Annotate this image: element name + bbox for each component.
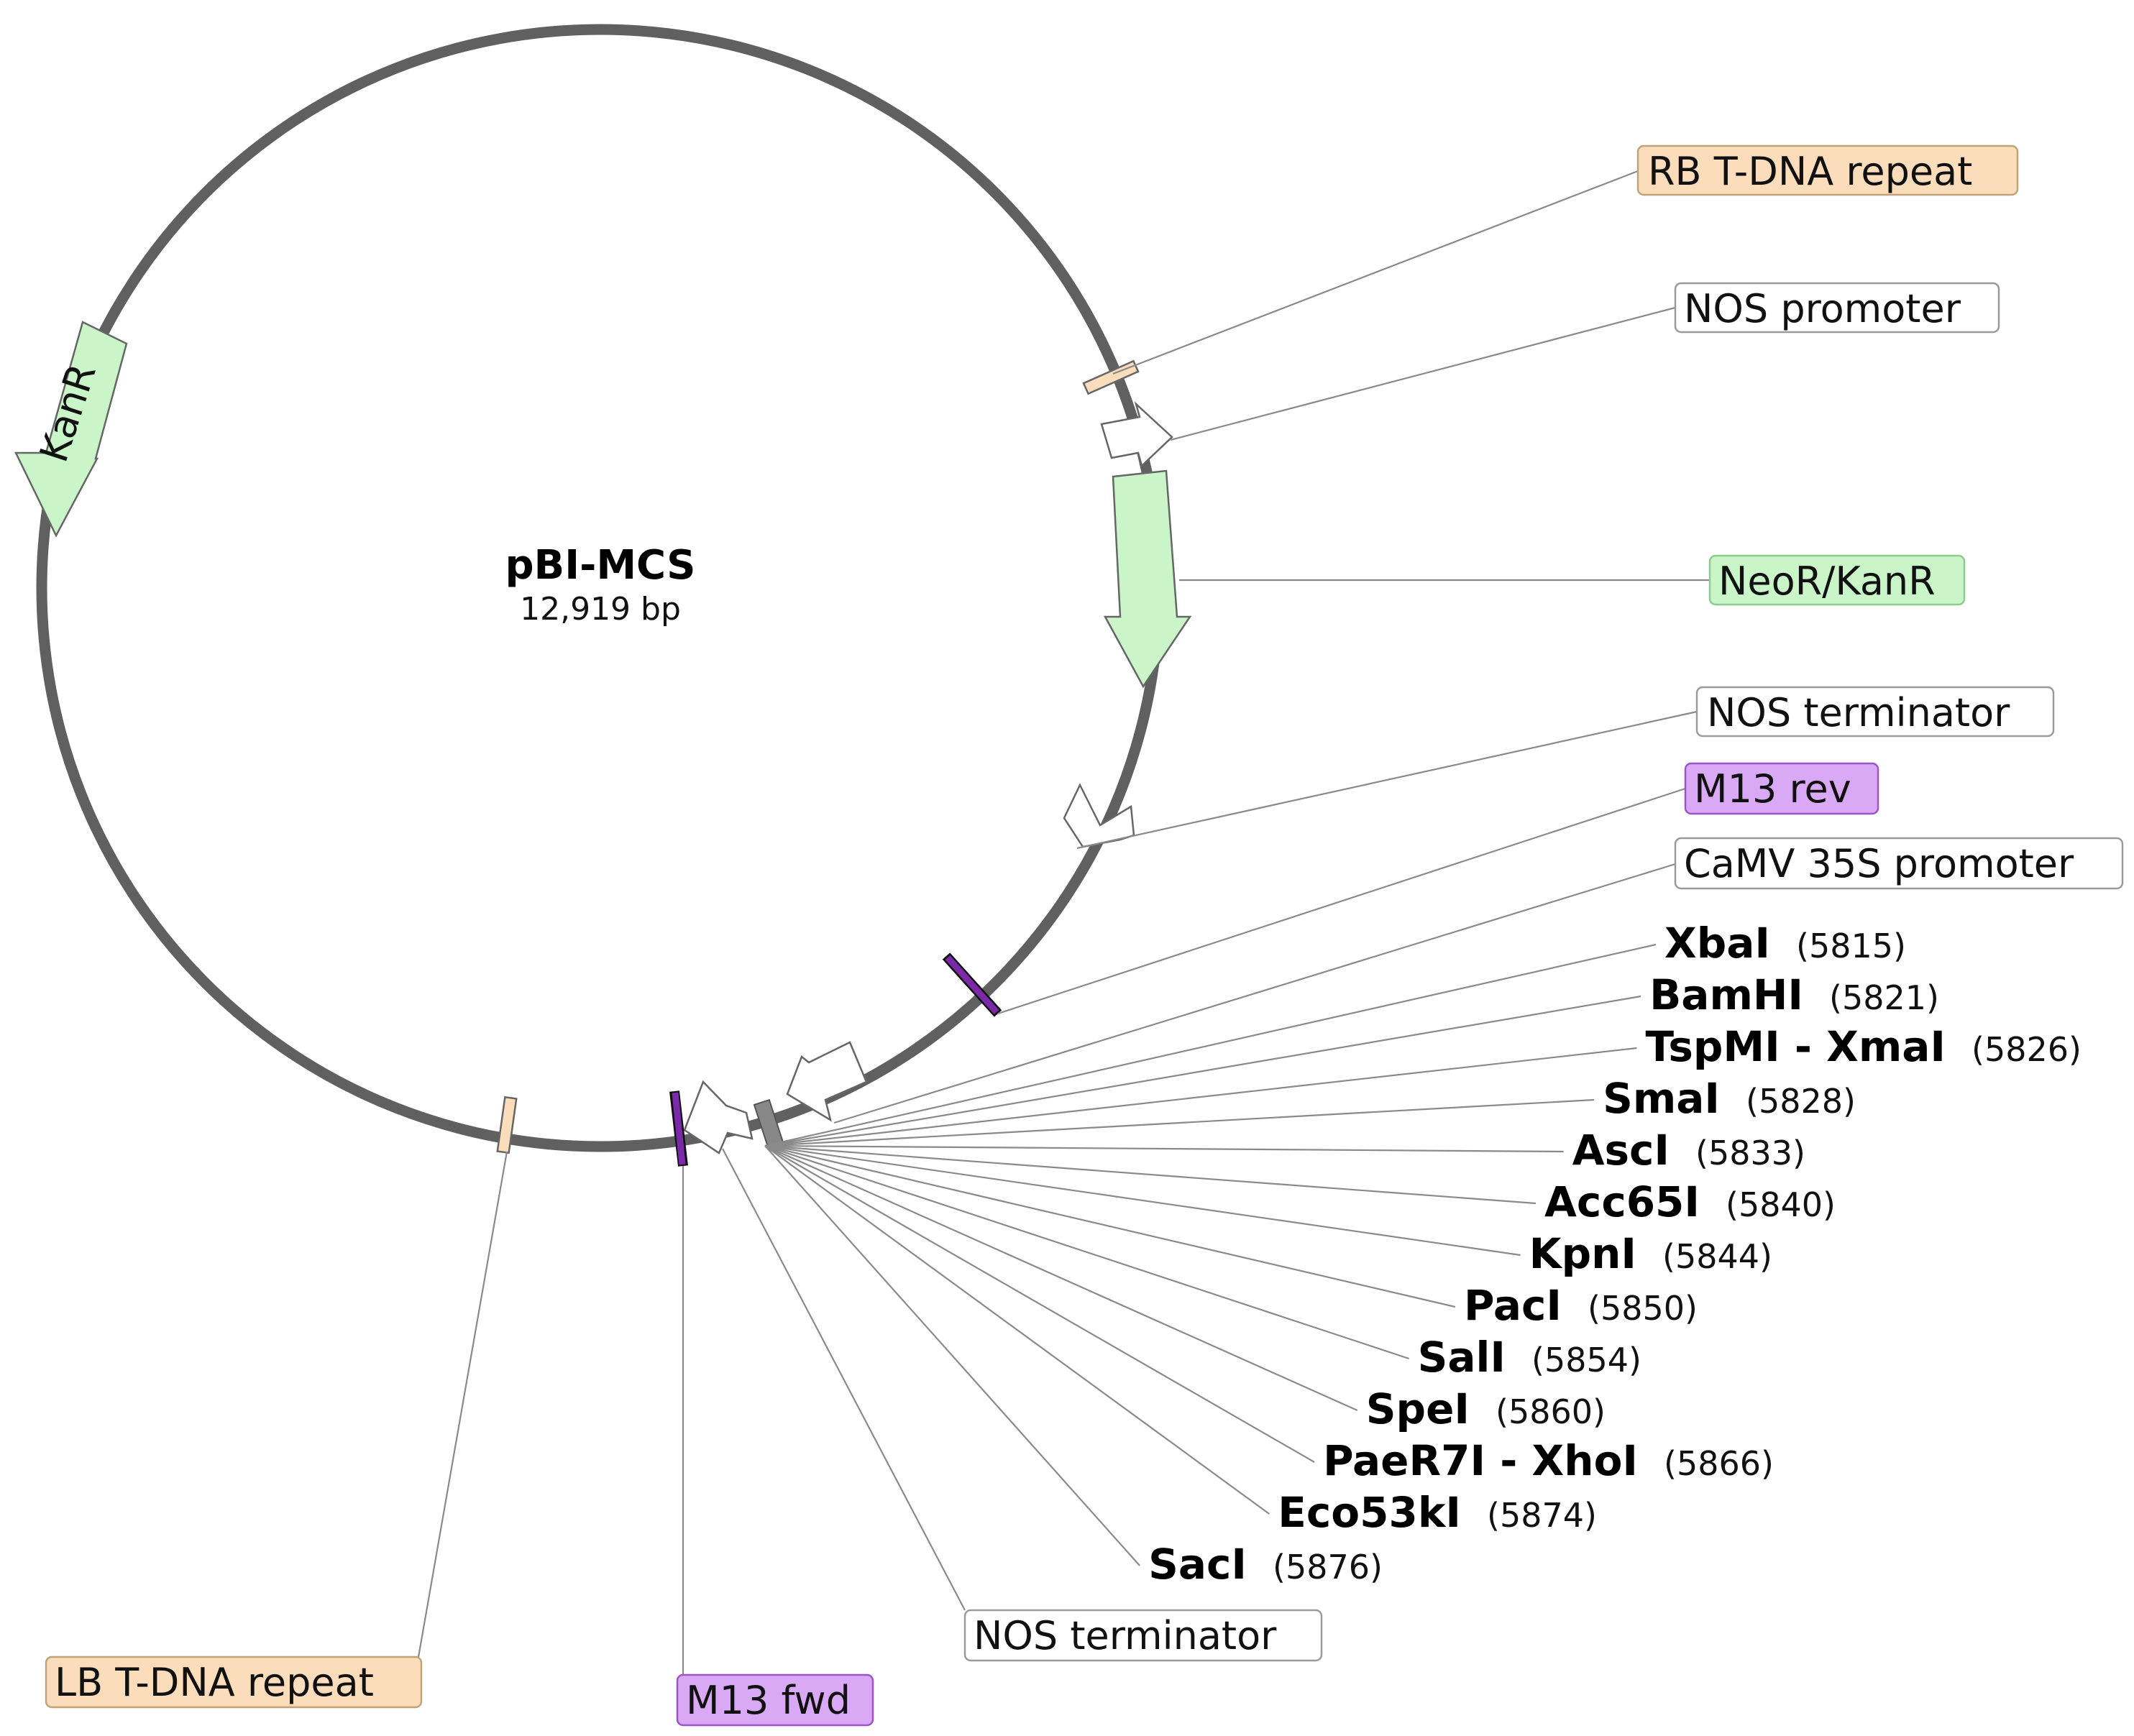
site-position-spei: (5860) xyxy=(1496,1392,1606,1431)
nos-terminator-1-label: NOS terminator xyxy=(1707,690,2010,735)
site-position-bamhi: (5821) xyxy=(1829,978,1939,1017)
site-position-paer7i-xhoi: (5866) xyxy=(1664,1444,1774,1483)
site-leader-kpni xyxy=(764,1144,1521,1257)
leader-rb xyxy=(1112,170,1639,375)
camv-35s-promoter-label: CaMV 35S promoter xyxy=(1684,841,2074,886)
plasmid-size: 12,919 bp xyxy=(520,591,681,628)
site-name-paci[interactable]: PacI xyxy=(1464,1281,1562,1330)
leader-m13-rev xyxy=(997,787,1686,1015)
site-name-bamhi[interactable]: BamHI xyxy=(1649,970,1803,1019)
rb-t-dna-repeat-label: RB T-DNA repeat xyxy=(1648,149,1972,194)
site-name-eco53ki[interactable]: Eco53kI xyxy=(1278,1488,1461,1537)
rb-t-dna-repeat-label-box[interactable]: RB T-DNA repeat xyxy=(1636,144,2019,196)
site-name-asci[interactable]: AscI xyxy=(1572,1126,1670,1175)
site-position-paci: (5850) xyxy=(1588,1289,1698,1328)
camv-35s-promoter-label-box[interactable]: CaMV 35S promoter xyxy=(1674,837,2124,890)
leader-nos-promoter xyxy=(1170,306,1676,441)
plasmid-name: pBI-MCS xyxy=(505,542,695,589)
site-leader-xbai xyxy=(764,943,1657,1147)
neor-kanr-label-box[interactable]: NeoR/KanR xyxy=(1708,554,1966,606)
site-name-spei[interactable]: SpeI xyxy=(1366,1384,1470,1433)
site-leader-acc65i xyxy=(764,1144,1537,1205)
lb-t-dna-repeat-label-box[interactable]: LB T-DNA repeat xyxy=(45,1655,423,1709)
neor-kanr-arrow[interactable] xyxy=(1103,469,1192,689)
nos-terminator-2-label: NOS terminator xyxy=(974,1613,1277,1658)
site-name-sali[interactable]: SalI xyxy=(1418,1333,1506,1382)
site-name-xbai[interactable]: XbaI xyxy=(1664,919,1770,968)
site-name-paer7i-xhoi[interactable]: PaeR7I - XhoI xyxy=(1323,1436,1638,1485)
site-position-saci: (5876) xyxy=(1273,1548,1383,1586)
leader-nos-terminator-2 xyxy=(722,1148,966,1611)
site-leader-paci xyxy=(764,1144,1456,1308)
site-leader-sali xyxy=(764,1144,1409,1360)
nos-terminator-2-arrow[interactable] xyxy=(683,1080,754,1154)
leader-lines xyxy=(417,170,1710,1675)
site-leader-lines xyxy=(764,943,1657,1566)
site-position-xbai: (5815) xyxy=(1796,927,1906,965)
neor-kanr-label: NeoR/KanR xyxy=(1718,559,1936,604)
site-position-asci: (5833) xyxy=(1695,1134,1805,1172)
site-name-smai[interactable]: SmaI xyxy=(1603,1074,1720,1123)
site-leader-eco53ki xyxy=(764,1145,1270,1515)
m13-fwd-label: M13 fwd xyxy=(686,1678,851,1723)
camv-35s-promoter-arrow[interactable] xyxy=(786,1041,868,1122)
nos-terminator-1-label-box[interactable]: NOS terminator xyxy=(1695,686,2055,738)
site-position-eco53ki: (5874) xyxy=(1487,1496,1597,1535)
m13-fwd-label-box[interactable]: M13 fwd xyxy=(676,1673,874,1727)
site-leader-saci xyxy=(764,1145,1140,1566)
site-position-sali: (5854) xyxy=(1531,1341,1641,1379)
nos-terminator-2-label-box[interactable]: NOS terminator xyxy=(963,1609,1323,1662)
site-position-acc65i: (5840) xyxy=(1726,1185,1836,1224)
site-name-saci[interactable]: SacI xyxy=(1148,1540,1247,1589)
site-name-acc65i[interactable]: Acc65I xyxy=(1544,1177,1700,1226)
site-position-tspmi-xmai: (5826) xyxy=(1972,1030,2082,1069)
m13-rev-label-box[interactable]: M13 rev xyxy=(1684,762,1879,815)
leader-camv-35s xyxy=(833,863,1676,1124)
site-leader-asci xyxy=(764,1144,1564,1153)
lb-t-dna-repeat-mark[interactable] xyxy=(496,1096,518,1154)
m13-rev-mark[interactable] xyxy=(945,955,999,1015)
kanr-arrow[interactable] xyxy=(14,321,128,538)
site-leader-bamhi xyxy=(764,995,1641,1147)
m13-fwd-mark[interactable] xyxy=(672,1092,686,1165)
site-leader-tspmi-xmai xyxy=(764,1047,1637,1147)
nos-promoter-label-box[interactable]: NOS promoter xyxy=(1674,282,2000,334)
leader-nos-terminator-1 xyxy=(1076,710,1698,850)
site-leader-smai xyxy=(764,1098,1595,1147)
site-leader-paer7i-xhoi xyxy=(764,1145,1315,1463)
site-leader-spei xyxy=(764,1144,1358,1412)
site-position-kpni: (5844) xyxy=(1662,1237,1772,1276)
m13-rev-label: M13 rev xyxy=(1694,766,1851,812)
nos-promoter-label: NOS promoter xyxy=(1684,286,1961,331)
nos-promoter-arrow[interactable] xyxy=(1100,401,1173,468)
restriction-site-labels: XbaI (5815) BamHI (5821) TspMI - XmaI (5826) S… xyxy=(1148,919,2082,1589)
leader-lb xyxy=(417,1151,508,1658)
site-position-smai: (5828) xyxy=(1746,1082,1856,1121)
site-name-kpni[interactable]: KpnI xyxy=(1529,1229,1636,1278)
site-name-tspmi-xmai[interactable]: TspMI - XmaI xyxy=(1645,1022,1946,1071)
lb-t-dna-repeat-label: LB T-DNA repeat xyxy=(55,1660,374,1705)
